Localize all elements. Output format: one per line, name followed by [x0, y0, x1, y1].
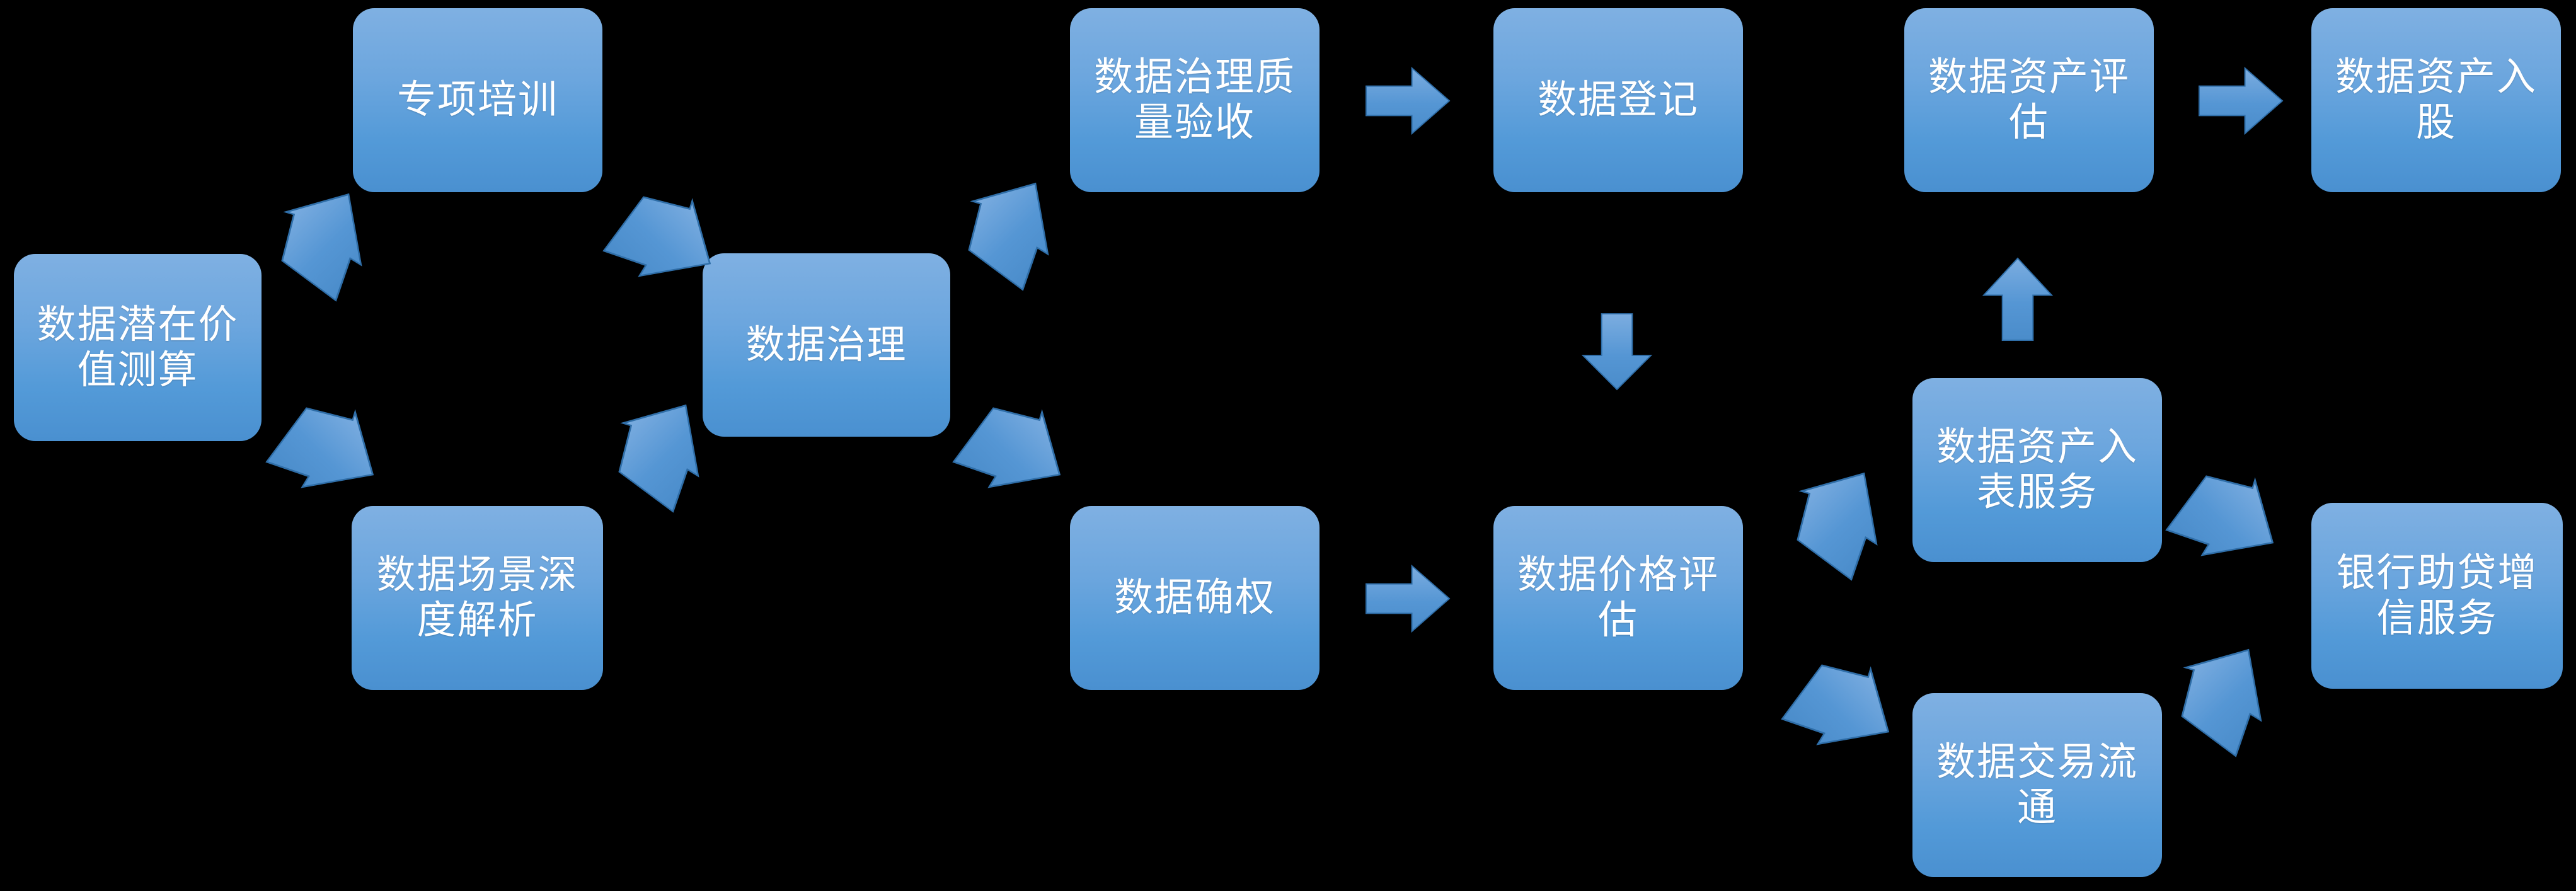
process-node-label: 数据资产入表服务 [1936, 425, 2138, 514]
arrow-icon [2181, 648, 2262, 757]
process-node-label: 数据场景深度解析 [376, 553, 578, 642]
arrow-icon [1366, 564, 1451, 633]
process-node-label: 银行助贷增信服务 [2336, 551, 2538, 640]
process-node-n5[interactable]: 数据治理质量验收 [1070, 8, 1320, 192]
flow-arrow-n4-to-n5 [944, 161, 1082, 299]
process-node-label: 数据价格评估 [1517, 553, 1719, 642]
flow-arrow-n2-to-n4 [594, 172, 732, 310]
arrow-icon [968, 182, 1049, 291]
arrow-icon [602, 196, 711, 277]
process-node-n1[interactable]: 数据潜在价值测算 [14, 254, 262, 441]
arrow-icon [618, 404, 699, 513]
flow-arrow-n4-to-n6 [944, 383, 1082, 521]
arrow-icon [1982, 257, 2054, 341]
flow-arrow-n5-to-n7 [1366, 66, 1451, 135]
flow-arrow-n1-to-n3 [257, 383, 395, 521]
arrow-icon [281, 193, 362, 302]
process-node-label: 数据潜在价值测算 [37, 302, 239, 392]
process-node-label: 数据资产评估 [1928, 55, 2130, 144]
flow-arrow-n9-to-n12 [2199, 66, 2284, 135]
flow-arrow-n10-to-n13 [2157, 451, 2295, 589]
flow-arrow-n8-to-n10 [1773, 451, 1911, 589]
flow-arrow-n1-to-n2 [257, 172, 395, 310]
flow-arrow-n8-to-n11 [1773, 640, 1911, 778]
flow-arrow-n11-to-n13 [2157, 628, 2295, 766]
arrow-icon [952, 407, 1061, 488]
flow-arrow-n10-to-n9 [1982, 257, 2054, 341]
process-node-n7[interactable]: 数据登记 [1493, 8, 1743, 192]
process-node-label: 数据治理质量验收 [1093, 55, 1296, 144]
process-node-n9[interactable]: 数据资产评估 [1904, 8, 2154, 192]
process-node-n12[interactable]: 数据资产入股 [2311, 8, 2561, 192]
flow-arrow-n6-to-n8 [1366, 564, 1451, 633]
process-node-label: 数据治理 [745, 323, 907, 367]
process-node-n10[interactable]: 数据资产入表服务 [1912, 378, 2162, 562]
flow-arrow-n7-to-n8 [1581, 313, 1653, 391]
process-node-n2[interactable]: 专项培训 [353, 8, 602, 192]
arrow-icon [2199, 66, 2284, 135]
arrow-icon [1781, 664, 1890, 745]
arrow-icon [1797, 472, 1878, 581]
process-node-n3[interactable]: 数据场景深度解析 [352, 506, 603, 690]
process-node-n4[interactable]: 数据治理 [703, 253, 950, 437]
process-node-n11[interactable]: 数据交易流通 [1912, 693, 2162, 877]
arrow-icon [1366, 66, 1451, 135]
process-node-label: 数据交易流通 [1936, 740, 2138, 829]
process-node-label: 数据登记 [1537, 78, 1699, 122]
process-node-label: 数据确权 [1113, 576, 1275, 620]
arrow-icon [2165, 475, 2274, 556]
process-node-n8[interactable]: 数据价格评估 [1493, 506, 1743, 690]
process-node-label: 数据资产入股 [2335, 55, 2537, 144]
process-node-n13[interactable]: 银行助贷增信服务 [2311, 503, 2563, 689]
flow-arrow-n3-to-n4 [594, 383, 732, 521]
process-node-label: 专项培训 [396, 78, 558, 122]
arrow-icon [265, 407, 374, 488]
arrow-icon [1581, 313, 1653, 391]
process-node-n6[interactable]: 数据确权 [1070, 506, 1320, 690]
